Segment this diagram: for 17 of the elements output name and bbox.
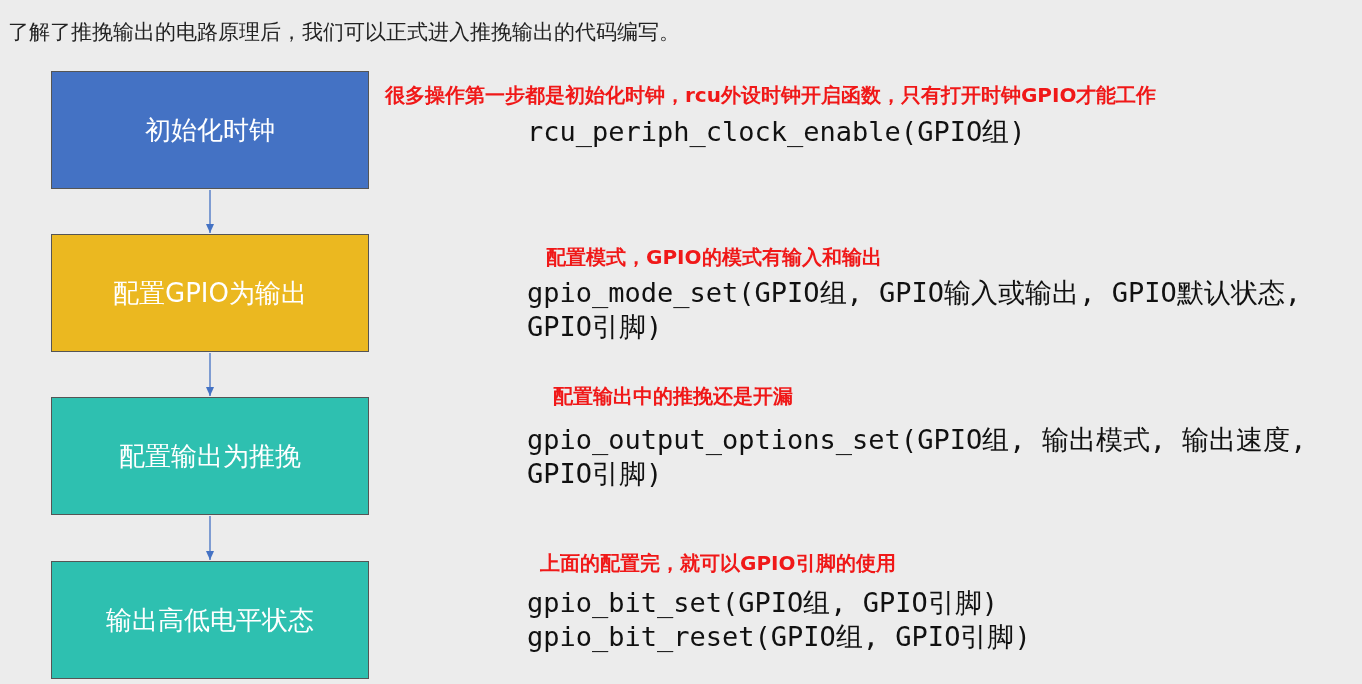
- annotation-note: 上面的配置完，就可以GPIO引脚的使用: [540, 550, 896, 577]
- process-box: 输出高低电平状态: [51, 561, 369, 679]
- code-text: rcu_periph_clock_enable(GPIO组): [527, 115, 1027, 149]
- arrow: [206, 189, 214, 234]
- arrow: [206, 352, 214, 397]
- title: 了解了推挽输出的电路原理后，我们可以正式进入推挽输出的代码编写。: [8, 19, 680, 46]
- process-box: 配置输出为推挽: [51, 397, 369, 515]
- code-text: gpio_bit_reset(GPIO组, GPIO引脚): [527, 620, 1032, 654]
- code-text: gpio_output_options_set(GPIO组, 输出模式, 输出速度, GPIO引脚): [527, 423, 1308, 491]
- annotation-note: 配置输出中的推挽还是开漏: [553, 383, 793, 410]
- arrow: [206, 515, 214, 561]
- code-text: gpio_bit_set(GPIO组, GPIO引脚): [527, 586, 1000, 620]
- annotation-note: 很多操作第一步都是初始化时钟，rcu外设时钟开启函数，只有打开时钟GPIO才能工作: [385, 82, 1157, 109]
- code-text: gpio_mode_set(GPIO组, GPIO输入或输出, GPIO默认状态, GPIO引脚): [527, 276, 1302, 344]
- process-box: 配置GPIO为输出: [51, 234, 369, 352]
- annotation-note: 配置模式，GPIO的模式有输入和输出: [546, 244, 882, 271]
- process-box: 初始化时钟: [51, 71, 369, 189]
